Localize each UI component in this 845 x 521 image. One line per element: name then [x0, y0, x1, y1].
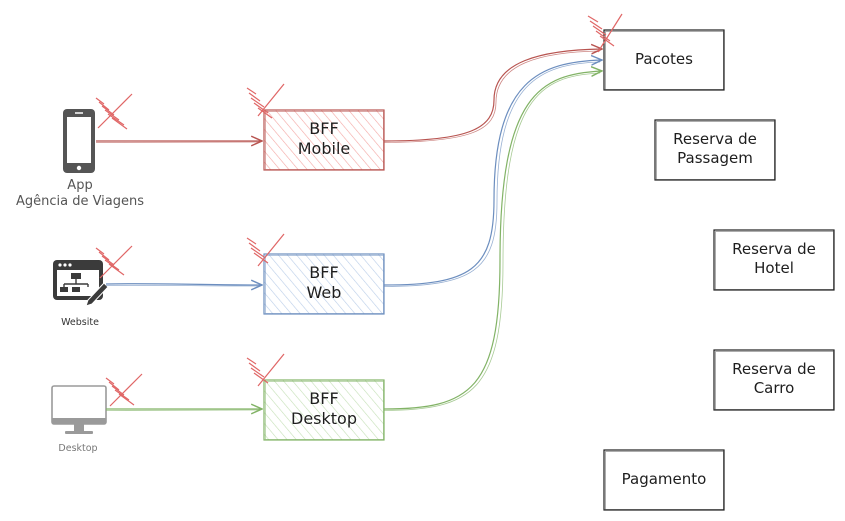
service-carro-label-line2: Carro	[753, 378, 795, 397]
service-carro-label: Reserva de Carro	[714, 360, 834, 398]
bff-mobile-label: BFF Mobile	[264, 119, 384, 159]
service-hotel-label-line2: Hotel	[754, 258, 794, 277]
bff-mobile-box[interactable]	[263, 109, 385, 171]
bff-web-label-line2: Web	[306, 283, 342, 302]
service-hotel-label-line1: Reserva de	[732, 240, 816, 258]
service-pacotes-box[interactable]	[603, 29, 725, 91]
service-pagamento-box[interactable]	[603, 449, 725, 511]
edge-desktop-client-to-bff	[105, 409, 262, 411]
service-carro-box[interactable]	[713, 349, 835, 411]
edge-mobile-client-to-bff	[95, 141, 262, 143]
bff-web-label-line1: BFF	[309, 263, 339, 282]
service-hotel-box[interactable]	[713, 229, 835, 291]
web-design-icon	[53, 260, 109, 307]
bff-mobile-label-line2: Mobile	[297, 139, 351, 158]
service-pagamento-label: Pagamento	[621, 470, 707, 488]
bff-desktop-label: BFF Desktop	[264, 389, 384, 429]
block-marker-desktop-client	[105, 373, 143, 407]
bff-desktop-label-line1: BFF	[309, 389, 339, 408]
service-passagem-label: Reserva de Passagem	[655, 130, 775, 168]
bff-web-label: BFF Web	[264, 263, 384, 303]
mobile-client-label: App Agência de Viagens	[0, 178, 160, 211]
bff-desktop-label-line2: Desktop	[291, 409, 357, 428]
bff-web-box[interactable]	[263, 253, 385, 315]
service-pacotes-label: Pacotes	[635, 50, 693, 68]
monitor-icon	[51, 385, 107, 434]
desktop-client-label: Desktop	[58, 443, 98, 454]
edge-bff-mobile-to-pacotes	[383, 49, 602, 143]
mobile-client-label-line2: Agência de Viagens	[15, 194, 145, 210]
smartphone-icon	[63, 109, 95, 173]
block-marker-website-client	[95, 245, 133, 279]
service-passagem-label-line2: Passagem	[677, 148, 753, 167]
block-marker-bff-desktop	[246, 353, 285, 387]
service-passagem-label-line1: Reserva de	[673, 130, 757, 148]
bff-desktop-box[interactable]	[263, 379, 385, 441]
edge-bff-web-to-pacotes	[383, 60, 602, 287]
block-marker-bff-mobile	[246, 83, 285, 119]
edge-web-client-to-bff	[105, 284, 262, 286]
edge-bff-desktop-to-pacotes	[383, 71, 602, 411]
bff-mobile-label-line1: BFF	[309, 119, 339, 138]
website-client-label: Website	[61, 317, 99, 328]
block-marker-mobile-client	[95, 93, 133, 130]
block-marker-bff-web	[246, 233, 285, 267]
mobile-client-label-line1: App	[67, 178, 93, 193]
service-hotel-label: Reserva de Hotel	[714, 240, 834, 278]
service-carro-label-line1: Reserva de	[732, 360, 816, 378]
service-passagem-box[interactable]	[654, 119, 776, 181]
block-marker-pacotes	[587, 13, 623, 53]
